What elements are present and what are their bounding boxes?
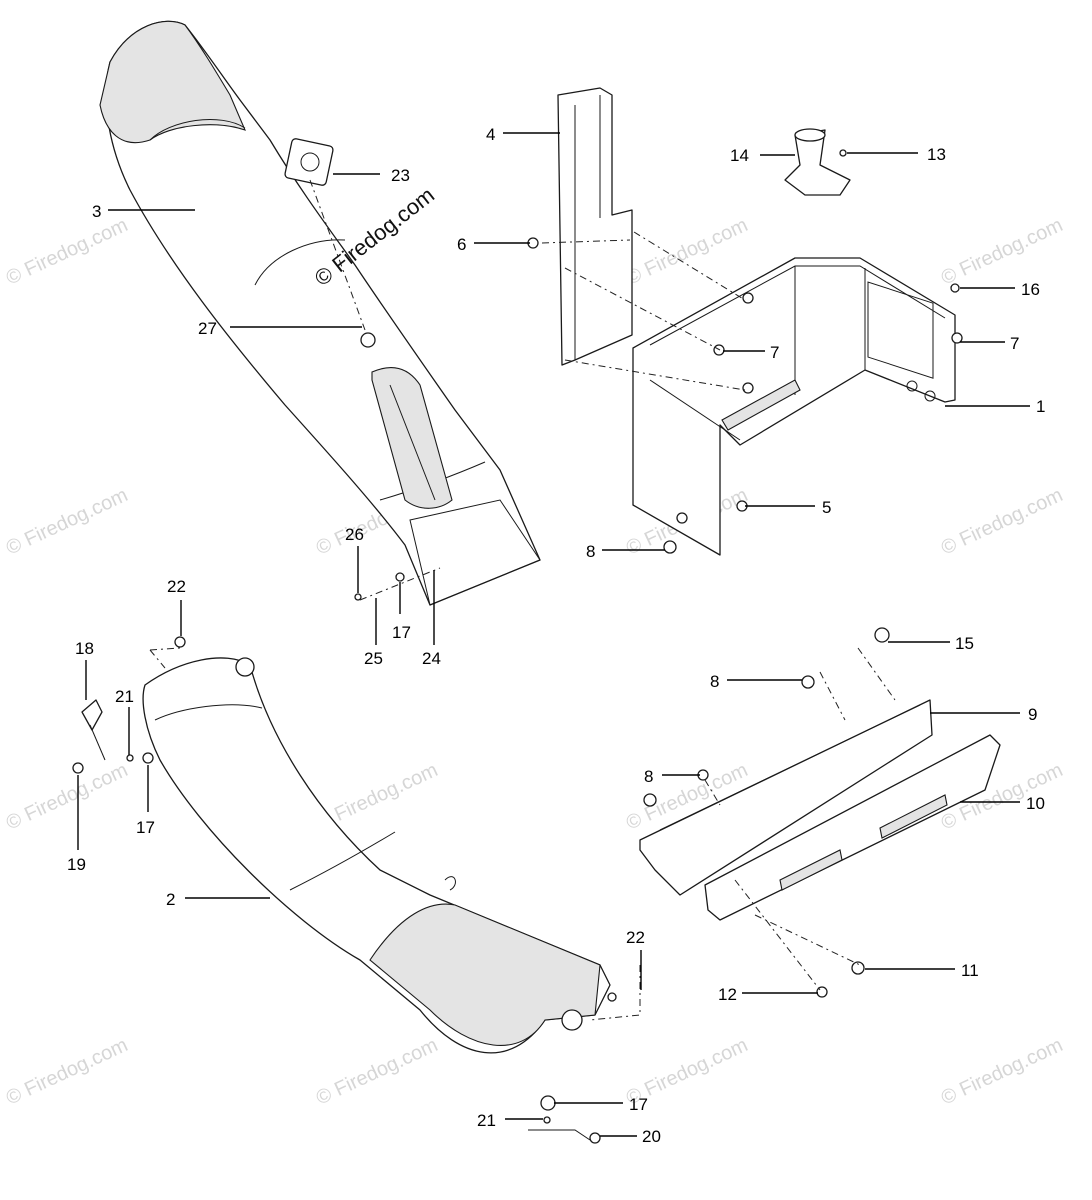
watermark: © Firedog.com	[938, 1034, 1066, 1109]
callout-10: 10	[1026, 794, 1045, 813]
callout-8: 8	[644, 767, 653, 786]
upper-chute-part	[99, 20, 541, 606]
callout-15: 15	[955, 634, 974, 653]
watermark: © Firedog.com	[938, 484, 1066, 559]
callout-26: 26	[345, 525, 364, 544]
watermark: © Firedog.com	[313, 1034, 441, 1109]
callout-21: 21	[115, 687, 134, 706]
callout-5: 5	[822, 498, 831, 517]
callout-12: 12	[718, 985, 737, 1004]
callout-4: 4	[486, 125, 495, 144]
callout-25: 25	[364, 649, 383, 668]
watermark: © Firedog.com	[3, 759, 131, 834]
watermark: © Firedog.com	[3, 484, 131, 559]
callout-20: 20	[642, 1127, 661, 1146]
callout-22: 22	[626, 928, 645, 947]
hardware-part	[72, 149, 963, 1144]
watermark: © Firedog.com	[3, 214, 131, 289]
watermark: © Firedog.com	[623, 214, 751, 289]
callout-23: 23	[391, 166, 410, 185]
callout-7: 7	[770, 343, 779, 362]
watermark: © Firedog.com	[938, 214, 1066, 289]
housing-part	[632, 257, 956, 556]
boot-part	[784, 128, 851, 196]
callout-21: 21	[477, 1111, 496, 1130]
callout-14: 14	[730, 146, 749, 165]
callout-3: 3	[92, 202, 101, 221]
callout-7: 7	[1010, 334, 1019, 353]
knob-part	[284, 138, 334, 186]
handle-part	[704, 734, 1001, 921]
bracket-part	[557, 87, 633, 366]
callout-labels: 1 2 3 4 5 6 7 7 8 8 8 9 10 11 12 13 14 1…	[67, 125, 1045, 1146]
callout-17: 17	[136, 818, 155, 837]
callout-6: 6	[457, 235, 466, 254]
callout-11: 11	[961, 961, 979, 980]
callout-17: 17	[392, 623, 411, 642]
callout-1: 1	[1036, 397, 1045, 416]
callout-8: 8	[586, 542, 595, 561]
watermark: © Firedog.com	[3, 1034, 131, 1109]
assembly-lines	[149, 179, 896, 1021]
callout-16: 16	[1021, 280, 1040, 299]
callout-18: 18	[75, 639, 94, 658]
callout-22: 22	[167, 577, 186, 596]
callout-24: 24	[422, 649, 441, 668]
callout-8: 8	[710, 672, 719, 691]
callout-2: 2	[166, 890, 175, 909]
callout-9: 9	[1028, 705, 1037, 724]
lower-chute-part	[142, 657, 611, 1054]
callout-19: 19	[67, 855, 86, 874]
callout-13: 13	[927, 145, 946, 164]
callout-17: 17	[629, 1095, 648, 1114]
callout-27: 27	[198, 319, 217, 338]
leader-lines	[77, 132, 1030, 1137]
mounting-plate-part	[639, 699, 933, 896]
